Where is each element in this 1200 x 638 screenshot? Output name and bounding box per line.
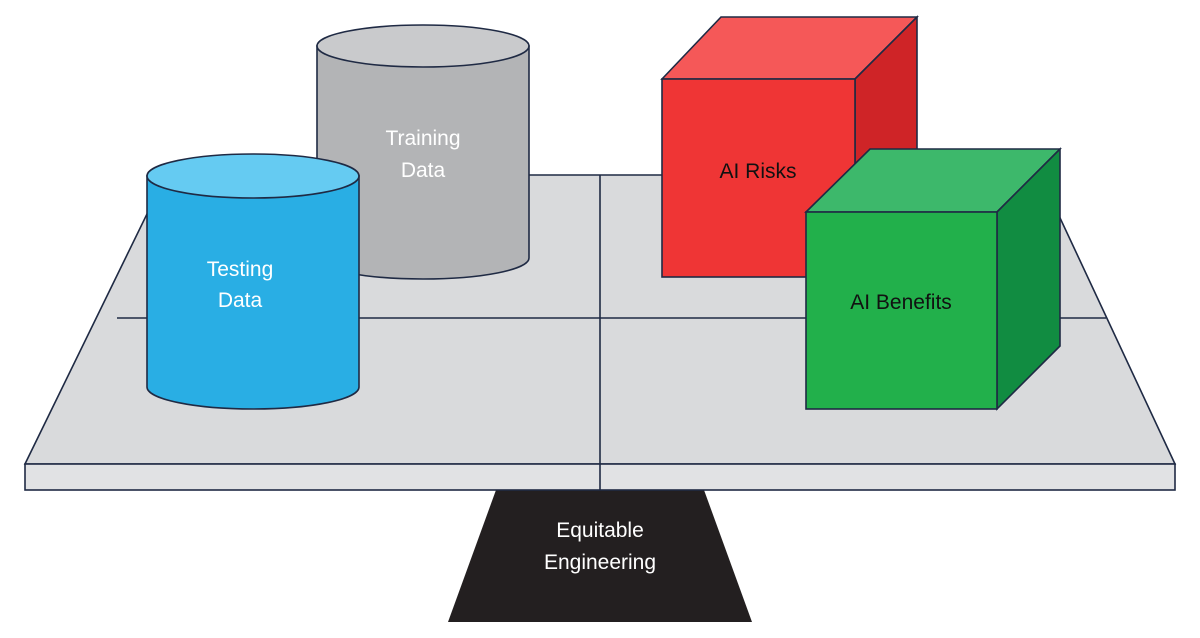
fulcrum-trapezoid	[448, 490, 752, 622]
testing-data-label-line2: Data	[218, 289, 263, 312]
training-data-label-line2: Data	[401, 159, 446, 182]
ai-risks-label: AI Risks	[719, 160, 796, 183]
training-data-top	[316, 24, 530, 68]
ai-benefits-cube: AI Benefits	[804, 147, 1062, 411]
ai-benefits-front	[805, 211, 998, 410]
fulcrum: Equitable Engineering	[448, 490, 752, 622]
testing-data-top	[146, 153, 360, 199]
testing-data-body	[146, 175, 360, 410]
ai-benefits-label: AI Benefits	[850, 291, 952, 314]
training-data-label-line1: Training	[385, 127, 460, 150]
fulcrum-label-line1: Equitable	[556, 519, 644, 542]
fulcrum-label-line2: Engineering	[544, 551, 656, 574]
testing-data-cylinder: Testing Data	[146, 153, 360, 410]
testing-data-label-line1: Testing	[207, 258, 274, 281]
